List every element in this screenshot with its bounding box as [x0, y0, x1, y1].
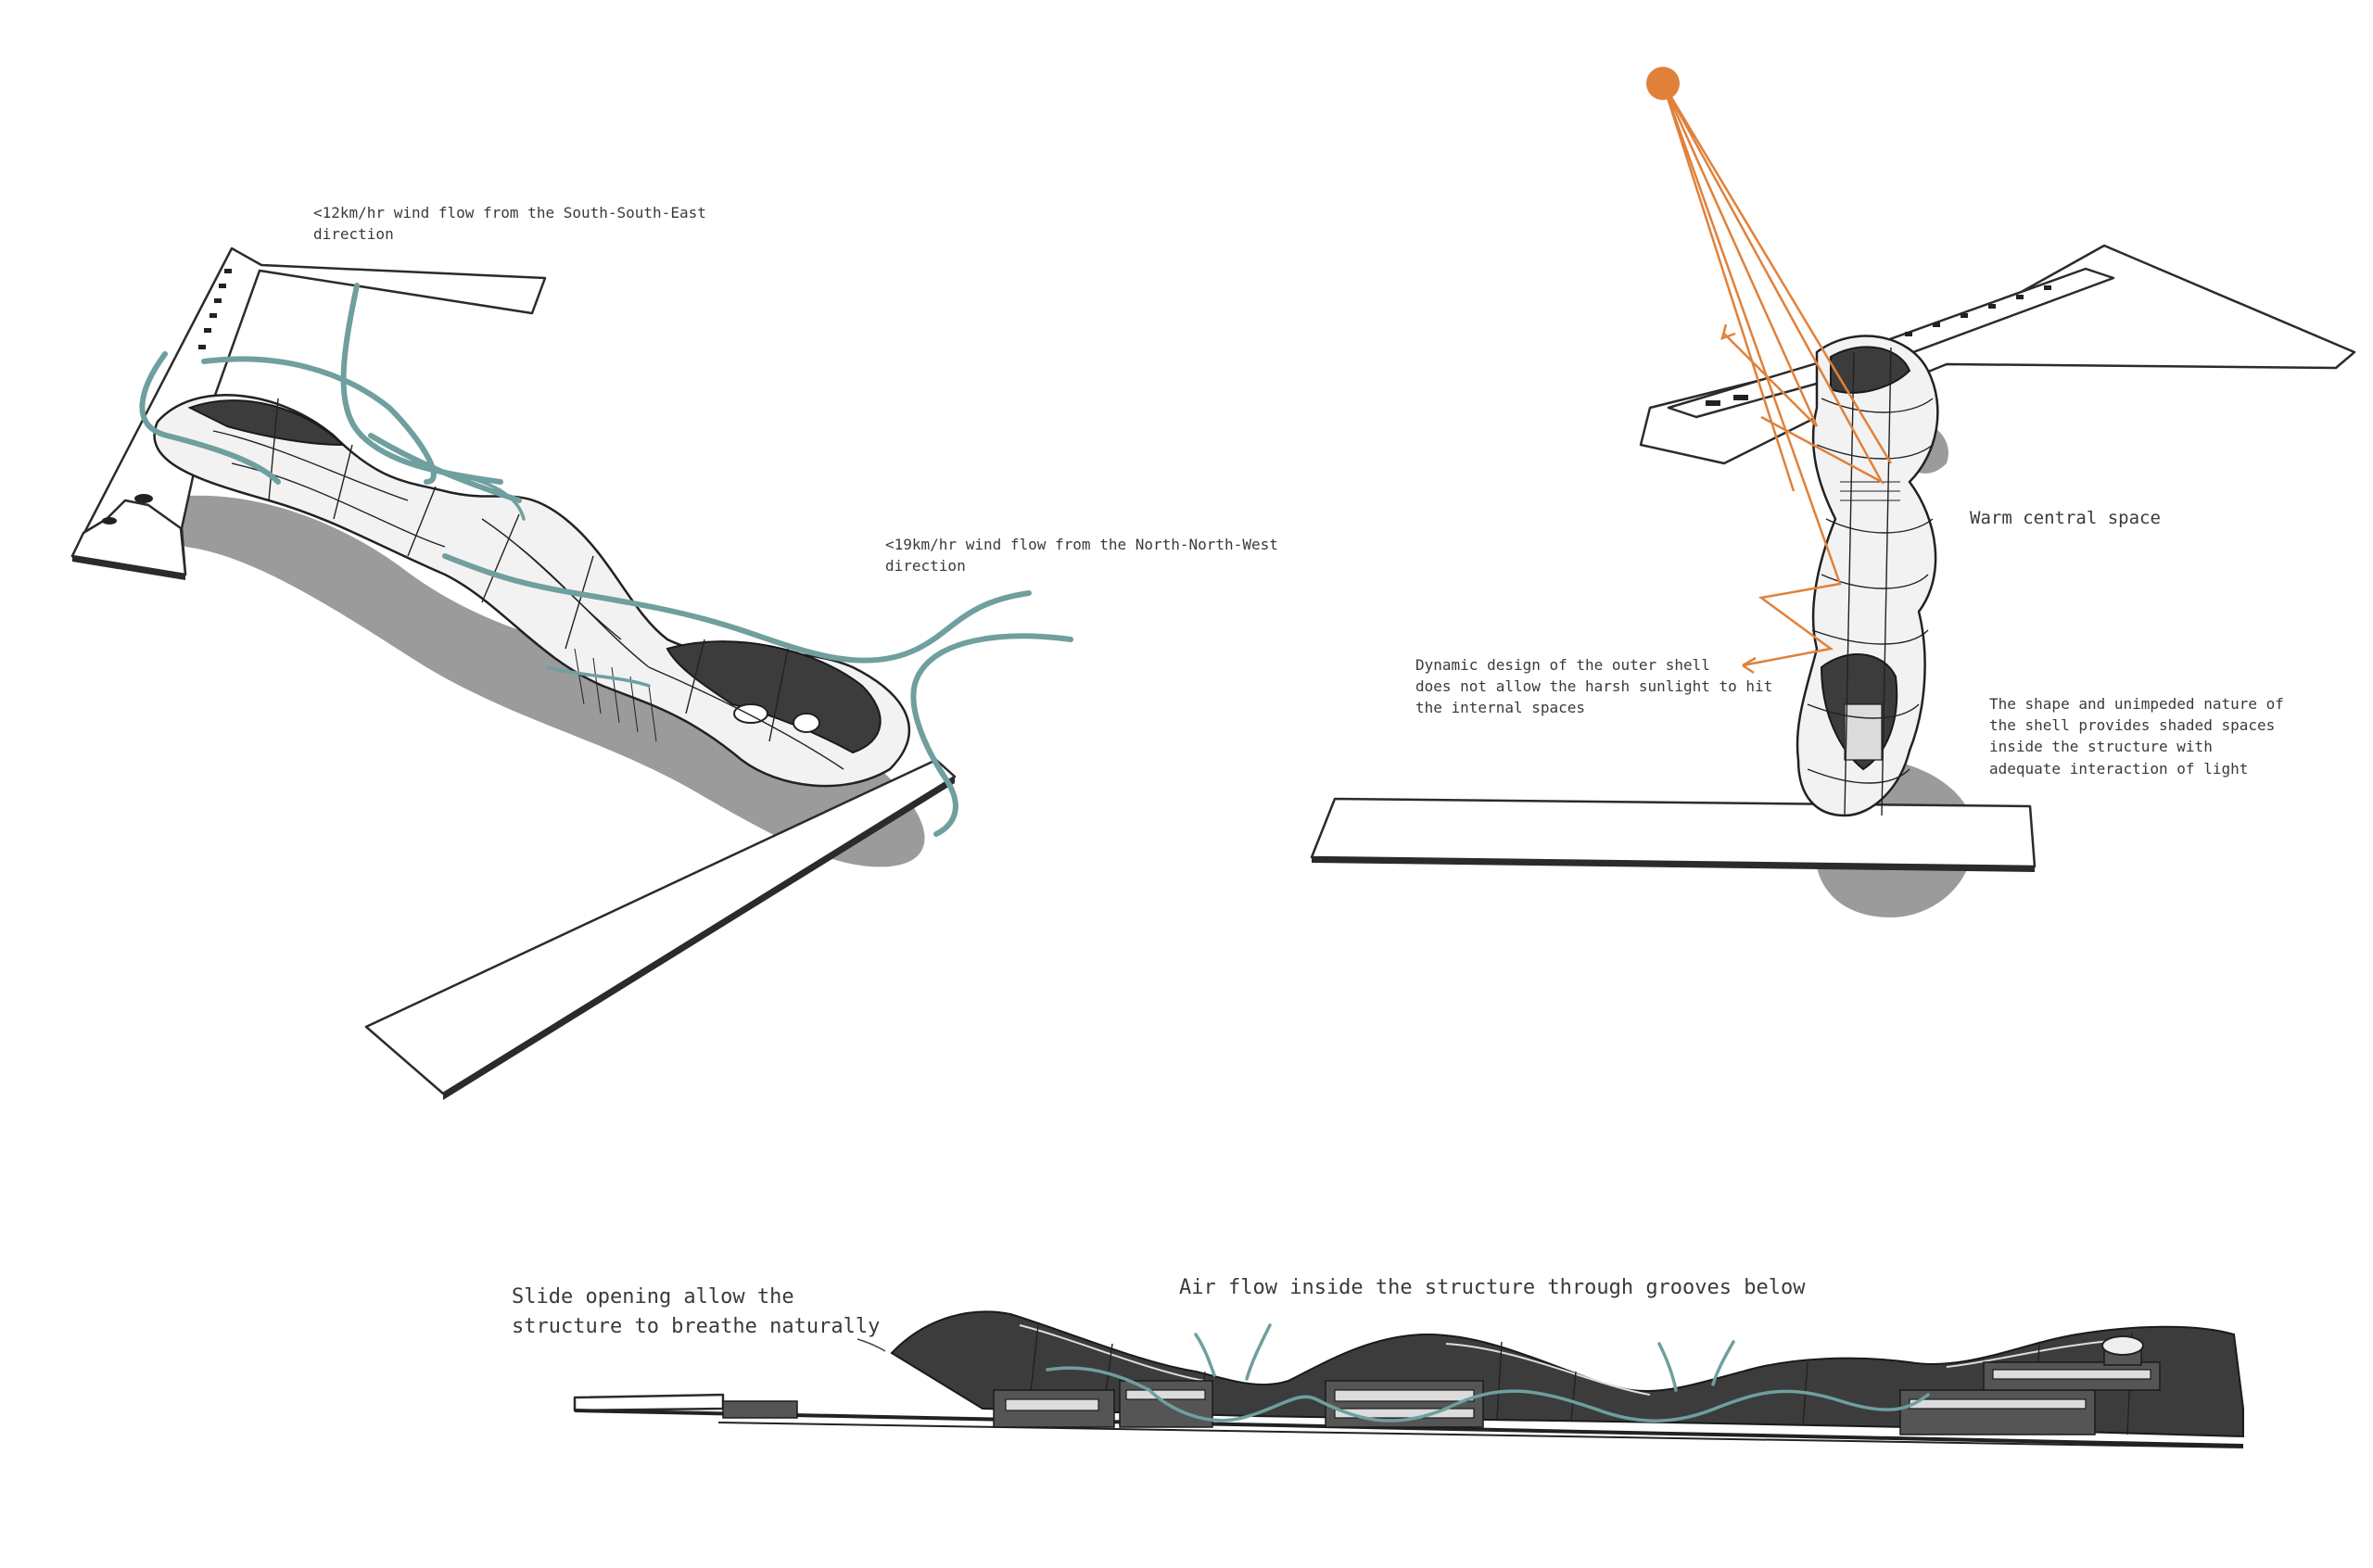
shell-structure-right [1796, 335, 1939, 817]
shaded-spaces-label: The shape and unimpeded nature of the sh… [1989, 695, 2284, 778]
ground-slab-lower [364, 758, 957, 1100]
wind-arrow-inner-1 [443, 471, 526, 521]
airflow-arrows [1046, 1323, 1930, 1423]
ground-slab-right-upper [1639, 244, 2356, 465]
sun-ray-2 [1661, 82, 1885, 486]
airflow-groove-2 [1245, 1323, 1272, 1381]
warm-space-label: Warm central space [1970, 508, 2161, 528]
slab-holes [102, 269, 232, 525]
section-buildings [722, 1335, 2161, 1435]
wind-nnw-label: <19km/hr wind flow from the North-North-… [885, 536, 1278, 575]
solar-view: Warm central space Dynamic design of the… [1310, 67, 2356, 917]
wind-arrow-inner-2 [545, 665, 651, 688]
sun-ray-1 [1661, 82, 1819, 427]
wind-arrow-sse-3 [201, 356, 522, 503]
wind-flow-view: <12km/hr wind flow from the South-South-… [70, 204, 1278, 1100]
wind-arrow-nnw-1 [442, 553, 1032, 664]
airflow-groove-3 [1657, 1342, 1678, 1392]
wind-sse-label: <12km/hr wind flow from the South-South-… [313, 204, 706, 244]
sun-ray-4 [1661, 82, 1842, 667]
air-flow-label: Air flow inside the structure through gr… [1179, 1276, 1806, 1299]
slide-opening-label: Slide opening allow the structure to bre… [512, 1285, 881, 1338]
wind-arrow-nnw-2 [910, 633, 1073, 837]
ground-slab-upper [70, 247, 547, 580]
section-view: Slide opening allow the structure to bre… [512, 1276, 2244, 1448]
airflow-inner [1046, 1366, 1930, 1423]
wind-arrow-sse-1 [139, 351, 281, 485]
sun-ray-5 [1661, 82, 1796, 492]
airflow-groove-4 [1711, 1340, 1735, 1386]
building-shadow-left [148, 495, 925, 867]
wind-arrow-sse-2 [340, 283, 503, 485]
outer-shell-label: Dynamic design of the outer shell does n… [1415, 656, 1773, 717]
wind-arrows-left [139, 283, 1073, 837]
ground-slab-right-lower [1310, 797, 2037, 872]
slab-holes-right [1706, 285, 2051, 406]
shell-structure-left [153, 394, 910, 788]
sun-diagram [1646, 67, 1893, 675]
sun-ray-3 [1661, 82, 1893, 464]
sun-icon [1646, 67, 1680, 100]
airflow-groove-1 [1194, 1333, 1216, 1377]
